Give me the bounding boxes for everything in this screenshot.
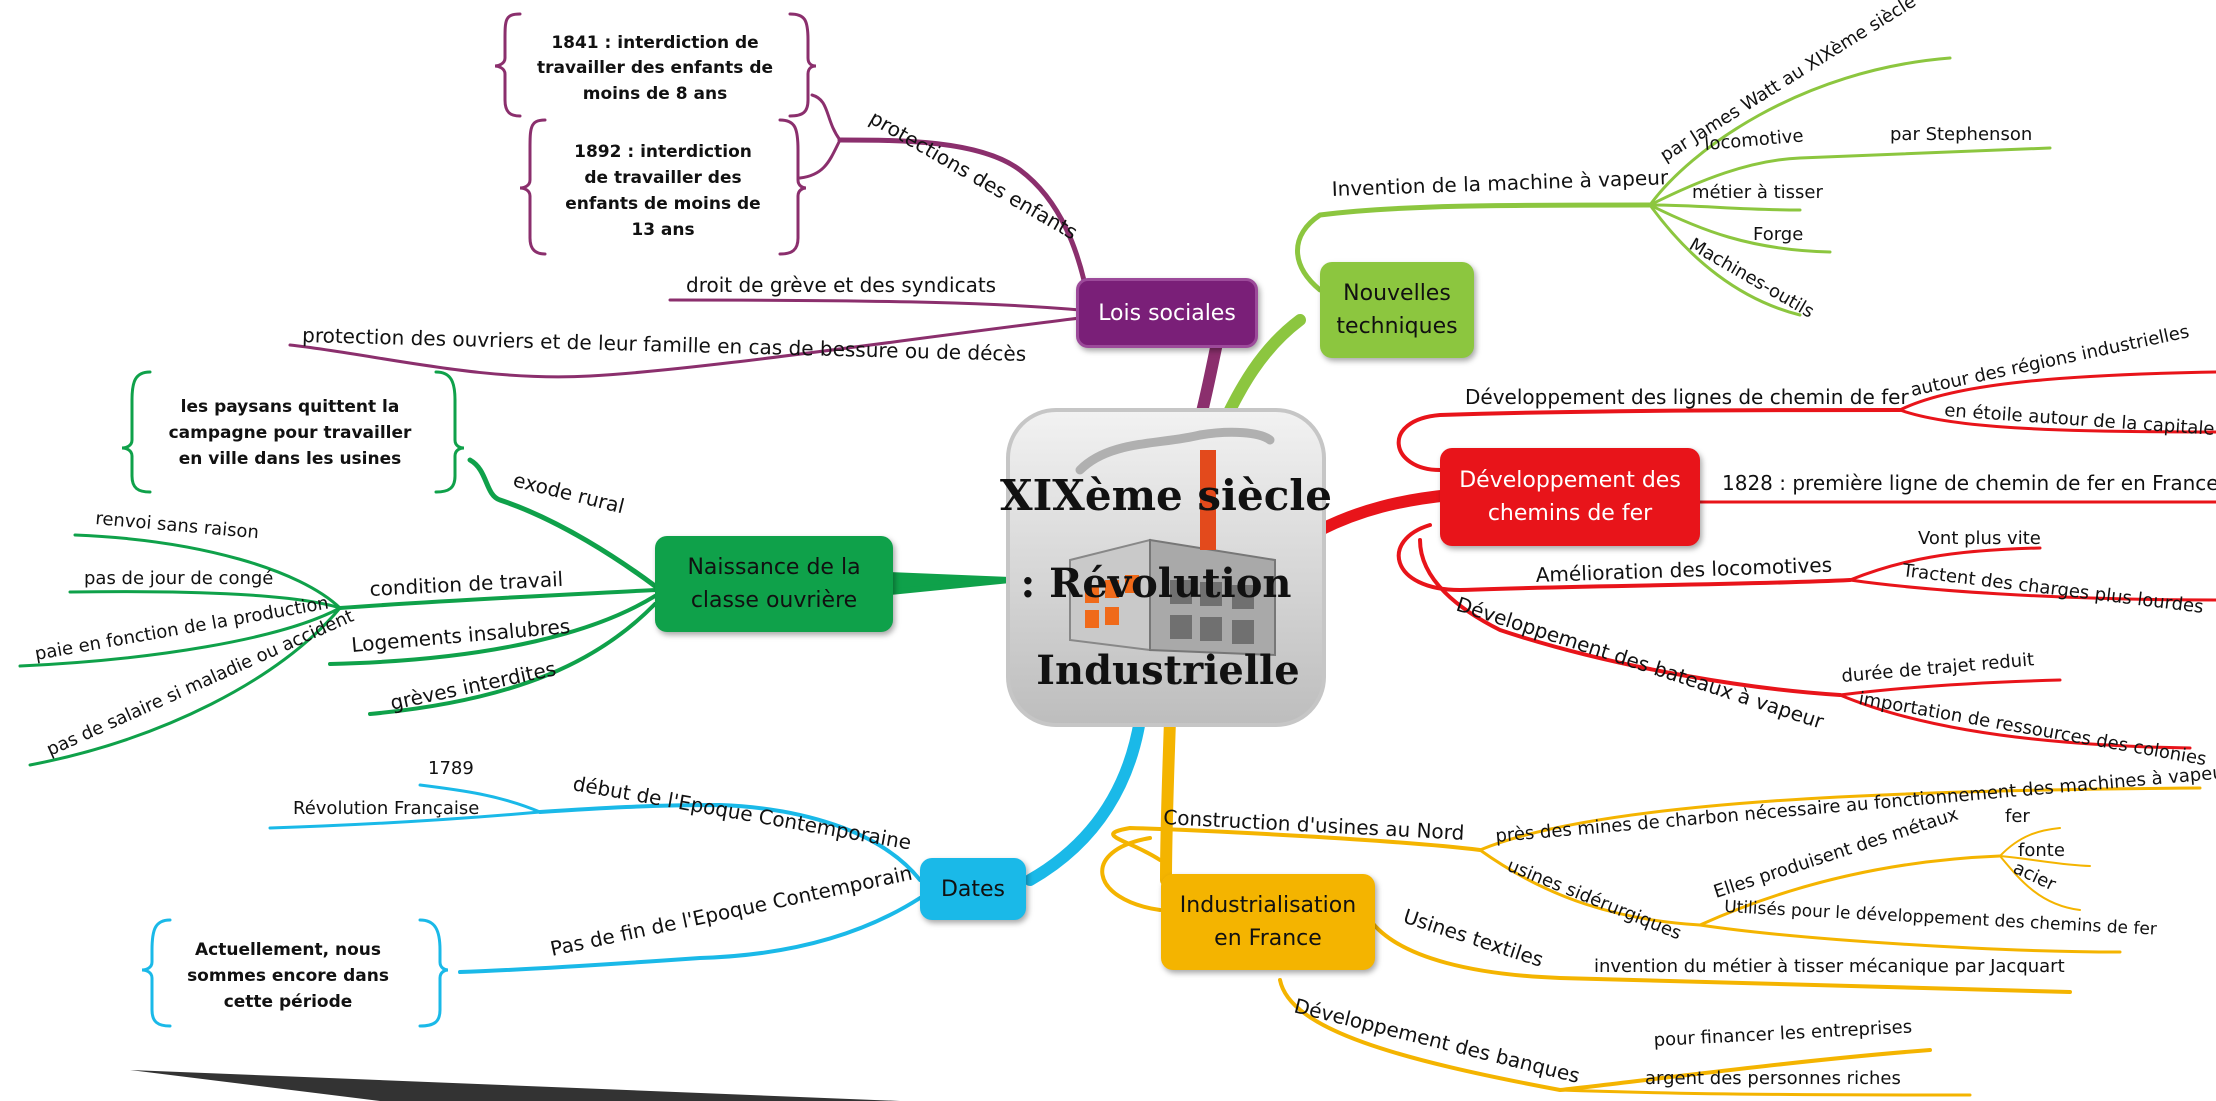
label-mines-charbon: près des mines de charbon nécessaire au … — [1495, 762, 2216, 847]
node-nouvelles-techniques-label: Nouvelles techniques — [1336, 281, 1458, 339]
label-stephenson: par Stephenson — [1890, 124, 2032, 145]
label-protection-ouvriers: protection des ouvriers et de leur famil… — [302, 323, 1027, 366]
svg-text:travailler des enfants de: travailler des enfants de — [537, 58, 773, 78]
label-ligne-1828: 1828 : première ligne de chemin de fer e… — [1722, 471, 2216, 495]
label-machine-vapeur: Invention de la machine à vapeur — [1331, 165, 1669, 201]
label-forge: Forge — [1753, 224, 1803, 245]
svg-text:13 ans: 13 ans — [631, 220, 694, 240]
label-pas-jour-conge: pas de jour de congé — [84, 568, 273, 589]
node-industrialisation[interactable]: Industrialisation en France — [1161, 874, 1375, 970]
label-usines-nord: Construction d'usines au Nord — [1163, 805, 1465, 845]
label-1789: 1789 — [428, 758, 474, 779]
label-jacquart: invention du métier à tisser mécanique p… — [1594, 956, 2065, 977]
label-bateaux-vapeur: Développement des bateaux à vapeur — [1453, 592, 1827, 734]
label-argent: argent des personnes riches — [1645, 1068, 1901, 1089]
label-fer: fer — [2005, 806, 2030, 827]
label-etoile-capitale: en étoile autour de la capitale — [1944, 400, 2215, 440]
label-greves-interdites: grèves interdites — [388, 656, 558, 715]
svg-text:cette période: cette période — [224, 992, 353, 1012]
node-nouvelles-techniques[interactable]: Nouvelles techniques — [1320, 262, 1474, 358]
svg-text:1841 : interdiction de: 1841 : interdiction de — [551, 33, 758, 53]
node-industrialisation-label: Industrialisation en France — [1179, 893, 1357, 951]
factory-icon — [1069, 450, 1276, 657]
node-dates-label: Dates — [940, 876, 1006, 902]
branch-industrialisation — [1100, 714, 2202, 1097]
label-usines-siderurgiques: usines sidérurgiques — [1504, 855, 1684, 944]
branch-nouvelles-techniques — [1219, 56, 2052, 426]
label-logements-insalubres: Logements insalubres — [350, 614, 571, 657]
svg-text:enfants de moins de: enfants de moins de — [565, 194, 760, 214]
label-lignes-chemin-fer: Développement des lignes de chemin de fe… — [1465, 385, 1909, 409]
center-node[interactable]: XIXème siècle : Révolution Industrielle — [1000, 408, 1332, 727]
center-title-line2: : Révolution — [1020, 560, 1291, 607]
branch-classe-ouvriere — [18, 370, 1011, 767]
svg-text:de travailler des: de travailler des — [584, 168, 741, 188]
label-greve-syndicats: droit de grève et des syndicats — [686, 273, 996, 297]
note-paysans: les paysans quittent la campagne pour tr… — [169, 397, 412, 469]
svg-text:1892 : interdiction: 1892 : interdiction — [574, 142, 752, 162]
node-classe-ouvriere[interactable]: Naissance de la classe ouvrière — [655, 536, 893, 632]
node-chemins-de-fer-label: Développement des chemins de fer — [1459, 468, 1681, 526]
svg-text:les paysans quittent la: les paysans quittent la — [181, 397, 400, 417]
label-financer: pour financer les entreprises — [1653, 1016, 1912, 1051]
svg-text:moins de 8 ans: moins de 8 ans — [583, 84, 727, 104]
center-title-line3: Industrielle — [1036, 647, 1299, 694]
label-pas-de-fin: Pas de fin de l'Epoque Contemporain — [548, 861, 914, 961]
note-1892: 1892 : interdiction de travailler des en… — [565, 142, 760, 240]
label-importation-ressources: importation de ressources des colonies — [1857, 688, 2208, 770]
node-chemins-de-fer[interactable]: Développement des chemins de fer — [1440, 448, 1700, 546]
note-1841: 1841 : interdiction de travailler des en… — [537, 33, 773, 104]
label-utilises-chemins-fer: Utilisés pour le développement des chemi… — [1724, 897, 2158, 940]
label-fonte: fonte — [2018, 840, 2065, 861]
node-dates[interactable]: Dates — [920, 858, 1026, 920]
node-classe-ouvriere-label: Naissance de la classe ouvrière — [687, 555, 861, 613]
label-usines-textiles: Usines textiles — [1400, 904, 1546, 972]
svg-text:Actuellement, nous: Actuellement, nous — [195, 940, 381, 960]
center-title-line1: XIXème siècle — [1000, 471, 1332, 520]
svg-text:en ville dans les usines: en ville dans les usines — [179, 449, 402, 469]
label-vont-plus-vite: Vont plus vite — [1918, 528, 2041, 549]
label-machines-outils: Machines-outils — [1686, 234, 1818, 322]
note-actuellement: Actuellement, nous sommes encore dans ce… — [187, 940, 389, 1012]
branch-dates — [141, 714, 1146, 1028]
label-metier-tisser: métier à tisser — [1692, 182, 1824, 203]
label-regions-industrielles: autour des régions industrielles — [1909, 321, 2191, 401]
label-debut-epoque: début de l'Epoque Contemporaine — [571, 771, 913, 854]
node-lois-sociales[interactable]: Lois sociales — [1076, 278, 1258, 348]
label-banques: Développement des banques — [1292, 994, 1583, 1088]
node-lois-sociales-label: Lois sociales — [1098, 300, 1236, 326]
decorative-wedge — [130, 1070, 900, 1101]
branch-chemins-de-fer — [1314, 370, 2216, 750]
label-revolution-francaise: Révolution Française — [293, 798, 479, 819]
label-protections-enfants: protections des enfants — [866, 106, 1082, 245]
svg-text:sommes encore dans: sommes encore dans — [187, 966, 389, 986]
svg-text:campagne pour travailler: campagne pour travailler — [169, 423, 412, 443]
